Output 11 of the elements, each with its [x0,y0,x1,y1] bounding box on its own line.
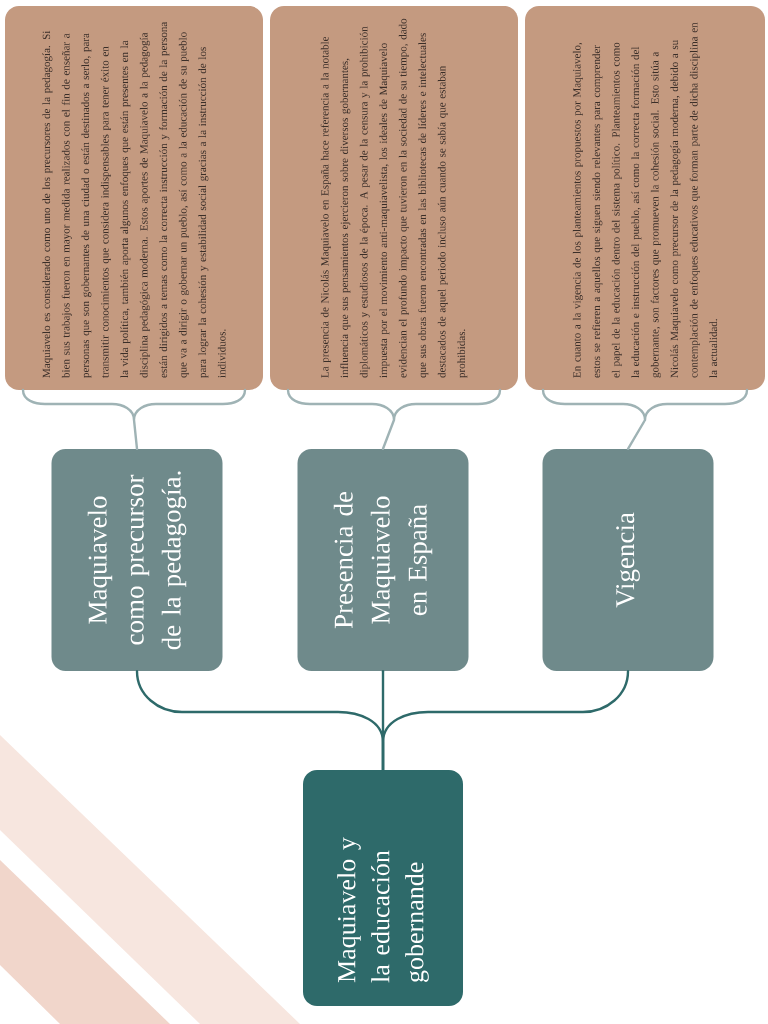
description-box: Maquiavelo es considerado como uno de los precursores de la pedagogía. Si bien sus trabajos fueron en mayor medida realizados con el fin de enseñar a personas que son gobernantes de una ciudad o están destinados a serlo, para transmitir conocimientos que considera indispensables para tener éxito en la vida política, también aporta algunos enfoques que están presentes en la disciplina pedagógica moderna. Estos aportes de Maquiavelo a la pedagogía están dirigidos a temas como la correcta instrucción y formación de la persona que va a dirigir o gobernar un pueblo, así como a la educación de su pueblo para lograr la cohesión y estabilidad social gracias a la instrucción de los individuos. [5,6,263,390]
topic-box: Maquiavelo como precursor de la pedagogía. [51,449,223,671]
brace-connector [286,388,502,450]
brace-connector [541,388,749,450]
brace-connector [21,388,247,450]
topic-box: Presencia de Maquiavelo en España [297,449,469,671]
root-box: Maquiavelo y la educación gobernande [303,770,463,1006]
description-box: La presencia de Nicolás Maquiavelo en España hace referencia a la notable influencia que sus pensamientos ejercieron sobre diversos gobernantes, diplomáticos y estudiosos de la época. A pesar de la censura y la prohibición impuesta por el movimiento anti-maquiavelista, los ideales de Maquiavelo evidencian el profundo impacto que tuvieron en la sociedad de su tiempo, dado que sus obras fueron encontradas en las bibliotecas de líderes e intelectuales destacados de aquel periodo incluso aún cuando se sabía que estaban prohibidas. [270,6,518,390]
brace-connector [381,670,630,771]
description-box: En cuanto a la vigencia de los planteamientos propuestos por Maquiavelo, estos se refieren a aquellos que siguen siendo relevantes para comprender el papel de la educación dentro del sistema político. Planteamientos como la educación e instrucción del pueblo, así como la correcta formación del gobernante, son factores que promueven la cohesión social. Esto sitúa a Nicolás Maquiavelo como precursor de la pedagogía moderna, debido a su contemplación de enfoques educativos que forman parte de dicha disciplina en la actualidad. [525,6,765,390]
topic-box: Vigencia [542,449,714,671]
